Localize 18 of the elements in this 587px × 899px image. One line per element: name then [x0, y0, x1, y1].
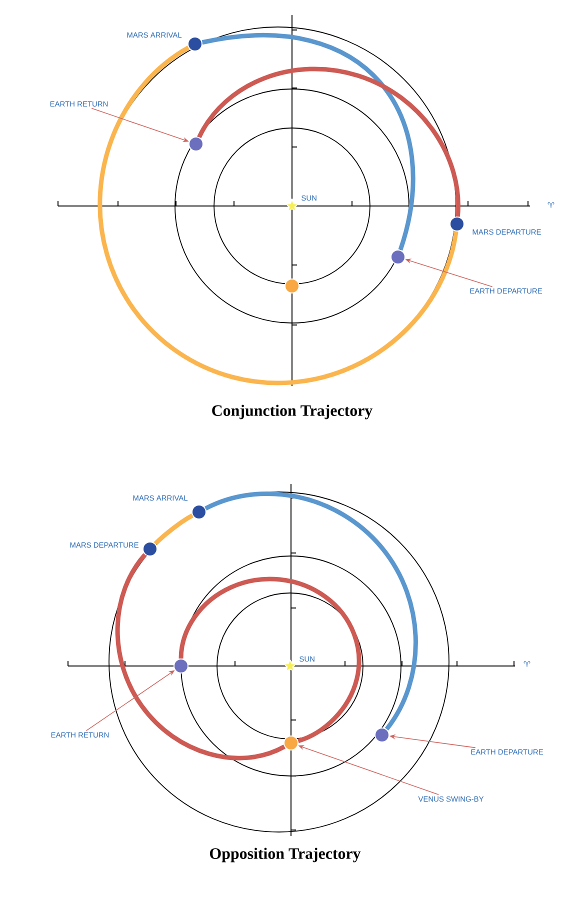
planet-dot	[174, 658, 188, 674]
planet-dot	[188, 36, 202, 52]
panel-title: Opposition Trajectory	[210, 848, 361, 862]
trajectory-arc	[154, 514, 194, 546]
trajectory-arc	[115, 553, 286, 760]
planet-dot	[390, 250, 406, 264]
trajectory-arc	[204, 492, 418, 730]
planet-dot	[192, 504, 206, 520]
planet-dot	[188, 136, 204, 152]
trajectory-arc	[197, 66, 460, 217]
planet-dot	[142, 542, 158, 556]
planet-dot	[284, 278, 300, 294]
trajectory-arc	[178, 576, 362, 744]
planet-dot	[450, 216, 464, 232]
trajectory-arc	[202, 34, 416, 250]
planet-dot	[374, 728, 390, 742]
planet-dot	[284, 736, 298, 750]
panel-title: Conjunction Trajectory	[212, 404, 372, 420]
